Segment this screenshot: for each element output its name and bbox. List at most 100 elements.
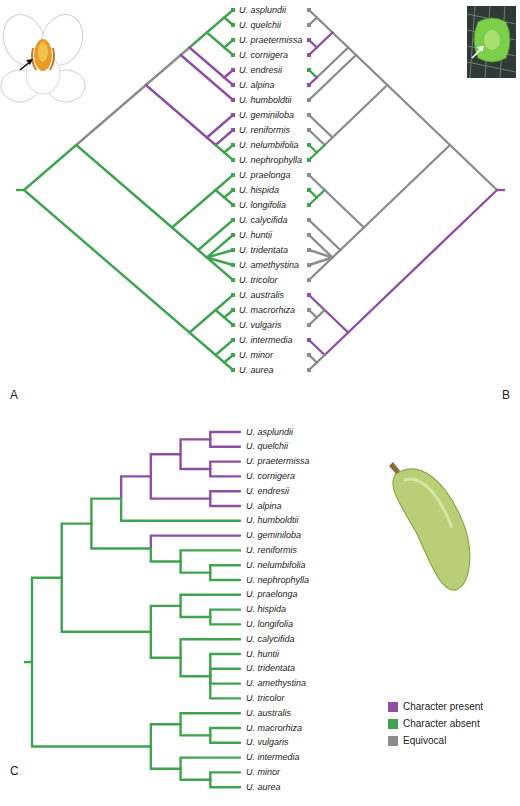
species-label: U. huntii [239, 230, 272, 241]
species-label: U. geminiloba [239, 110, 294, 121]
tree-branch [151, 549, 181, 562]
species-label: U. humboldtii [239, 95, 292, 106]
tree-branch [181, 658, 211, 677]
tree-branch [198, 220, 233, 250]
tree-branch [309, 55, 356, 100]
tree-branch [172, 228, 198, 251]
tree-branch [146, 55, 181, 85]
tip-marker [307, 308, 311, 312]
tree-branch [317, 48, 348, 78]
trap-photo [467, 6, 516, 78]
species-label: U. reniformis [246, 545, 297, 556]
tree-branch [309, 235, 333, 258]
species-label: U. intermedia [246, 752, 300, 763]
tree-branch [151, 724, 181, 746]
tree-branch [210, 439, 240, 446]
tree-branch [348, 190, 497, 333]
species-label: U. intermedia [239, 335, 293, 346]
tip-marker [307, 218, 311, 222]
species-label: U. alpina [246, 501, 282, 512]
tree-branch [309, 220, 340, 250]
tree-branch [450, 145, 497, 190]
tree-branch [317, 190, 325, 198]
tree-root [16, 189, 24, 191]
tip-marker [307, 368, 311, 372]
species-label: U. macrorhiza [246, 723, 302, 734]
tip-marker [307, 143, 311, 147]
species-label: U. tridentata [246, 663, 295, 674]
tip-marker [307, 203, 311, 207]
species-label: U. huntii [246, 649, 279, 660]
tree-branch [189, 310, 215, 333]
tree-branch [151, 606, 181, 632]
tip-marker [231, 248, 235, 252]
tree-branch [210, 676, 240, 698]
tree-branch [181, 48, 190, 56]
species-label: U. calycifida [246, 634, 295, 645]
tip-marker [231, 353, 235, 357]
species-label: U. asplundii [246, 427, 293, 438]
tree-branch [325, 310, 349, 333]
species-label: U. vulgaris [239, 320, 282, 331]
tree-branch [181, 758, 240, 769]
tip-marker [307, 263, 311, 267]
species-label: U. amethystina [239, 260, 299, 271]
tree-branch [207, 235, 233, 258]
tree-branch [121, 499, 240, 521]
tip-marker [307, 23, 311, 27]
tree-branch [210, 573, 240, 580]
tip-marker [231, 188, 235, 192]
tip-marker [307, 233, 311, 237]
tree-branch [210, 735, 240, 742]
tip-marker [231, 173, 235, 177]
tip-marker [231, 263, 235, 267]
tree-branches [16, 8, 505, 787]
tree-branch [151, 454, 181, 476]
tree-branch [317, 310, 325, 318]
tree-branch [181, 769, 211, 780]
tree-branch [210, 491, 240, 498]
tree-branch [216, 145, 225, 153]
tree-branch [356, 55, 387, 85]
tree-branch [207, 138, 216, 146]
species-label: U. praelonga [246, 589, 298, 600]
tree-branch [309, 258, 333, 281]
tree-branch [387, 85, 450, 145]
species-label: U. australis [246, 708, 291, 719]
species-label: U. aurea [239, 365, 274, 376]
species-label: U. longifolia [239, 200, 286, 211]
tree-branch [189, 33, 206, 48]
tree-branch [181, 439, 211, 454]
tree-branch [210, 462, 240, 469]
tree-branch [91, 499, 121, 524]
tip-marker [307, 293, 311, 297]
tree-branch [210, 676, 240, 683]
tip-marker [307, 173, 311, 177]
tree-branch [216, 340, 233, 355]
species-label: U. amethystina [246, 678, 306, 689]
species-label: U. endresii [246, 486, 289, 497]
tree-branch [91, 524, 150, 549]
tree-branch [216, 175, 233, 190]
species-label: U. hispida [246, 604, 286, 615]
species-label: U. longifolia [246, 619, 293, 630]
tip-marker [307, 128, 311, 132]
species-label: U. australis [239, 290, 284, 301]
species-label: U. geminiloba [246, 530, 301, 541]
tip-marker [231, 53, 235, 57]
species-label: U. vulgaris [246, 737, 289, 748]
tree-branch [62, 578, 151, 632]
species-label: U. tridentata [239, 245, 288, 256]
tree-branch [210, 728, 240, 735]
legend-swatch [388, 719, 398, 729]
species-label: U. hispida [239, 185, 279, 196]
tip-marker [231, 23, 235, 27]
tree-branch [325, 333, 349, 356]
tree-branch [151, 476, 210, 498]
tree-branch [216, 310, 225, 318]
tip-marker [231, 233, 235, 237]
tip-marker [231, 113, 235, 117]
tip-marker [307, 113, 311, 117]
tree-branch [189, 333, 215, 356]
